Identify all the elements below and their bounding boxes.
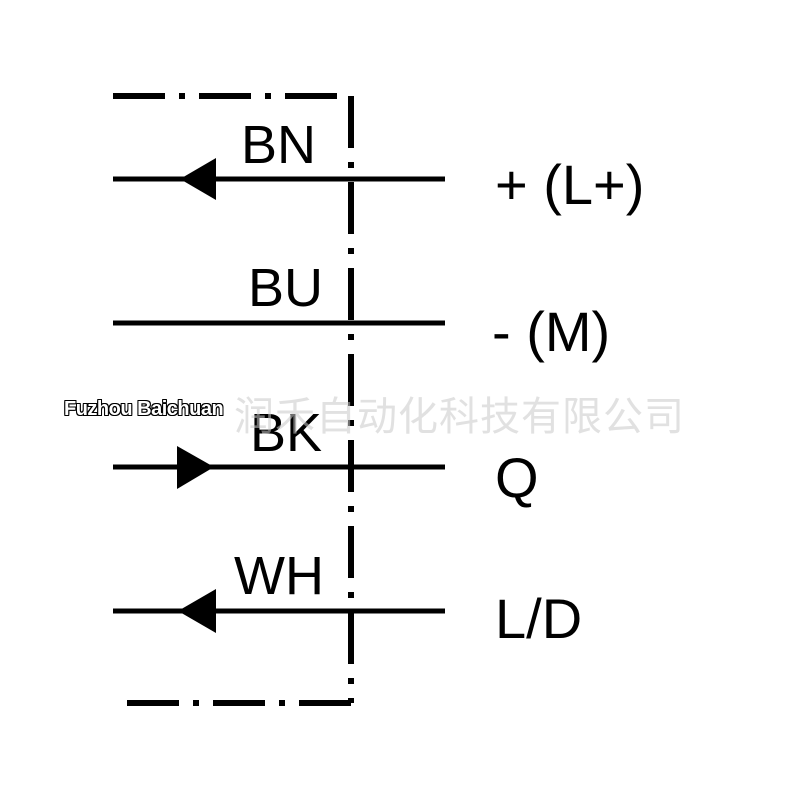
wire-code-bk: BK [250, 403, 322, 463]
arrow-left-icon [178, 589, 216, 633]
housing-outline [113, 93, 354, 706]
wire-row-bu: BU - (M) [113, 258, 610, 363]
watermark-chinese: 润禾自动化科技有限公司 [234, 394, 685, 440]
wire-row-bk: BK Q [113, 403, 539, 509]
arrow-right-icon [177, 446, 214, 489]
wire-code-wh: WH [234, 546, 324, 606]
arrow-left-icon [180, 158, 216, 200]
terminal-label-plus: + (L+) [495, 153, 644, 216]
terminal-label-ld: L/D [495, 587, 582, 650]
wire-code-bn: BN [241, 115, 316, 175]
wire-row-bn: BN + (L+) [113, 115, 644, 216]
terminal-label-minus: - (M) [492, 300, 610, 363]
watermark-english: Fuzhou Baichuan [64, 398, 224, 420]
wire-row-wh: WH L/D [113, 546, 582, 650]
wire-code-bu: BU [248, 258, 323, 318]
terminal-label-q: Q [495, 446, 539, 509]
